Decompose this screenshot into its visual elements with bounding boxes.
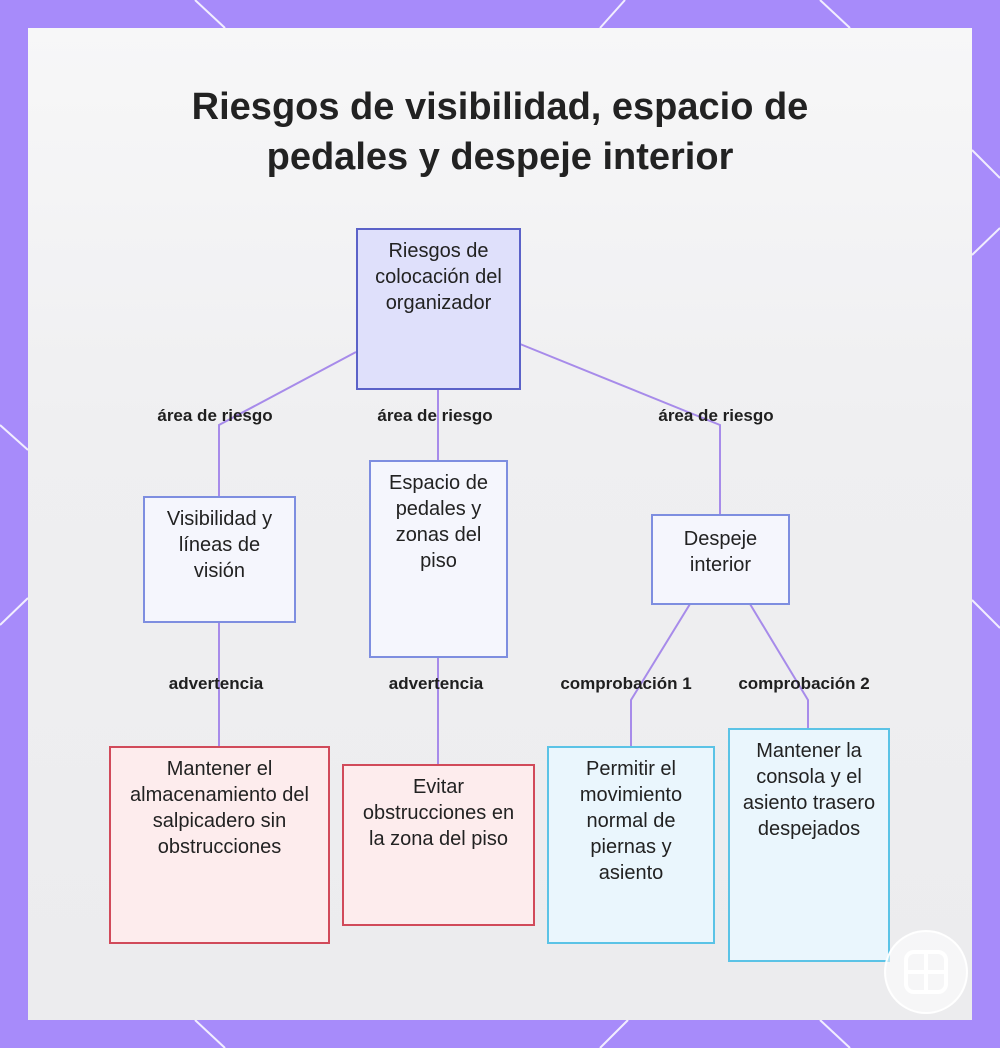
grid-badge-icon — [884, 930, 968, 1014]
edge-label-warning-2: advertencia — [388, 674, 484, 693]
diagram-title: Riesgos de visibilidad, espacio de pedal… — [191, 86, 809, 178]
node-pedals: Espacio de pedales y zonas del piso — [369, 460, 508, 658]
edge-interior-console — [749, 603, 809, 729]
node-legs-seat: Permitir el movimiento normal de piernas… — [547, 746, 715, 944]
edge-root-interior — [519, 343, 721, 515]
node-visibility: Visibilidad y líneas de visión — [143, 496, 296, 623]
edge-root-visibility — [218, 351, 357, 497]
edge-label-check-1: comprobación 1 — [560, 674, 692, 693]
node-interior: Despeje interior — [651, 514, 790, 605]
node-floor-zone: Evitar obstrucciones en la zona del piso — [342, 764, 535, 926]
edge-label-risk-area-2: área de riesgo — [377, 406, 493, 425]
edge-label-risk-area-3: área de riesgo — [658, 406, 774, 425]
edge-label-check-2: comprobación 2 — [738, 674, 870, 693]
node-console-rear: Mantener la consola y el asiento trasero… — [728, 728, 890, 962]
edge-label-risk-area-1: área de riesgo — [157, 406, 273, 425]
node-dash-storage: Mantener el almacenamiento del salpicade… — [109, 746, 330, 944]
node-root: Riesgos de colocación del organizador — [356, 228, 521, 390]
edge-interior-legs — [630, 603, 691, 747]
edge-label-warning-1: advertencia — [168, 674, 264, 693]
grid-icon — [904, 950, 948, 994]
